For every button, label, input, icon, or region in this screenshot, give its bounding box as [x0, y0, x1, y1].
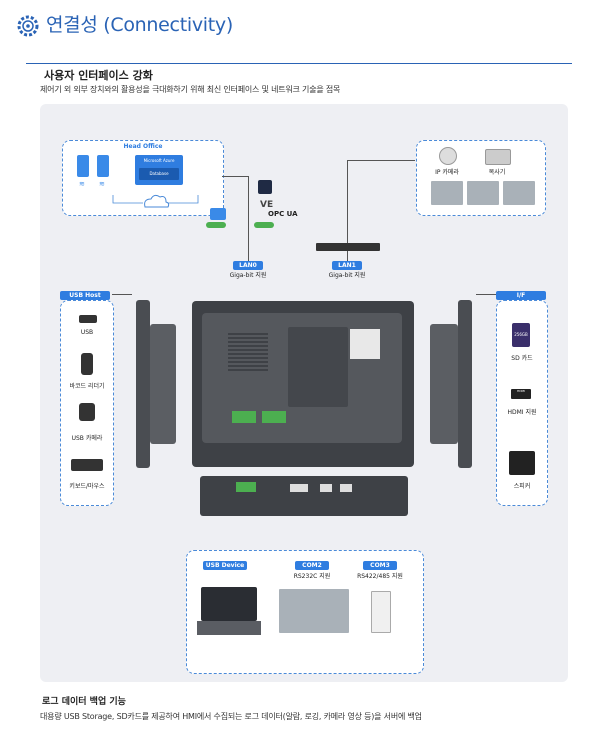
speaker-icon — [509, 451, 535, 475]
ve-logo: VE — [260, 200, 274, 210]
bottom-devices-box: USB Device COM2 RS232C 지원 COM3 RS422/485… — [186, 550, 424, 674]
section-title: 사용자 인터페이스 강화 — [44, 69, 153, 82]
sd-card-icon: 256GB — [512, 323, 530, 347]
lan1-devices-box: IP 카메라 복사기 — [416, 140, 546, 216]
head-office-box: Head Office ≋ ≋ Microsoft Azure Database — [62, 140, 224, 216]
laptop-icon — [201, 587, 257, 621]
plc-icon — [431, 181, 463, 205]
phone-icon — [97, 155, 109, 177]
plc-icon — [467, 181, 499, 205]
plc-rack-icon — [279, 589, 349, 633]
azure-label: Microsoft Azure — [143, 158, 175, 163]
printer-label: 복사기 — [488, 169, 506, 176]
lan1-tag: LAN1 — [332, 261, 362, 270]
footer-title: 로그 데이터 백업 기능 — [42, 697, 126, 707]
connectivity-diagram: Head Office ≋ ≋ Microsoft Azure Database… — [40, 104, 568, 682]
barcode-reader-label: 바코드 리더기 — [69, 383, 105, 390]
lan0-tag: LAN0 — [233, 261, 263, 270]
section-rule — [26, 63, 572, 64]
cloud-app-icon — [258, 180, 272, 194]
footer-description: 대용량 USB Storage, SD카드를 제공하여 HMI에서 수집되는 로… — [40, 712, 422, 721]
com3-label: RS422/485 지원 — [357, 573, 403, 580]
usb-host-box: USB 바코드 리더기 USB 카메라 키보드/마우스 — [60, 300, 114, 506]
keyboard-mouse-label: 키보드/마우스 — [69, 483, 105, 490]
hmi-side-left — [136, 300, 150, 468]
lan1-label: Giga-bit 지원 — [328, 272, 366, 279]
database-label: Database — [139, 168, 179, 180]
usb-host-tag: USB Host — [60, 291, 110, 300]
sd-card-label: SD 카드 — [511, 355, 533, 362]
usb-camera-icon — [79, 403, 95, 421]
opcua-logo: OPC UA — [268, 210, 298, 218]
hmi-side-right-bracket — [430, 324, 458, 444]
page-title: 연결성 (Connectivity) — [46, 14, 233, 36]
wifi-icon: ≋ — [99, 180, 105, 188]
azure-server-icon: Microsoft Azure Database — [135, 155, 183, 185]
lan0-label: Giga-bit 지원 — [229, 272, 267, 279]
plc-icon — [503, 181, 535, 205]
hmi-side-left-bracket — [150, 324, 176, 444]
section-description: 제어기 외 외부 장치와의 활용성을 극대화하기 위해 최신 인터페이스 및 네… — [40, 85, 341, 94]
connectivity-gear-icon — [17, 15, 39, 37]
wifi-icon: ≋ — [79, 180, 85, 188]
green-badge-icon — [206, 222, 226, 228]
usb-label: USB — [80, 329, 94, 336]
ip-camera-icon — [439, 147, 457, 165]
network-switch-icon — [316, 243, 380, 251]
database-icon — [210, 208, 226, 220]
usb-camera-label: USB 카메라 — [71, 435, 103, 442]
laptop-keyboard-icon — [197, 621, 261, 635]
io-box: 256GB SD 카드 HDMI HDMI 지원 스피커 — [496, 300, 548, 506]
hmi-bottom-profile — [200, 476, 408, 516]
speaker-label: 스피커 — [513, 483, 531, 490]
usb-device-tag: USB Device — [203, 561, 247, 570]
ip-camera-label: IP 카메라 — [435, 169, 459, 176]
printer-icon — [485, 149, 511, 165]
hmi-back-panel — [192, 301, 414, 467]
keyboard-mouse-icon — [71, 459, 103, 471]
inverter-icon — [371, 591, 391, 633]
com2-tag: COM2 — [295, 561, 329, 570]
hmi-side-right — [458, 300, 472, 468]
io-tag: I/F — [496, 291, 546, 300]
com3-tag: COM3 — [363, 561, 397, 570]
usb-stick-icon — [79, 315, 97, 323]
head-office-title: Head Office — [123, 143, 163, 150]
barcode-reader-icon — [81, 353, 93, 375]
phone-icon — [77, 155, 89, 177]
green-badge-icon — [254, 222, 274, 228]
hdmi-label: HDMI 지원 — [507, 409, 537, 416]
cloud-icon — [112, 194, 199, 208]
com2-label: RS232C 지원 — [293, 573, 331, 580]
hdmi-icon: HDMI — [511, 389, 531, 399]
